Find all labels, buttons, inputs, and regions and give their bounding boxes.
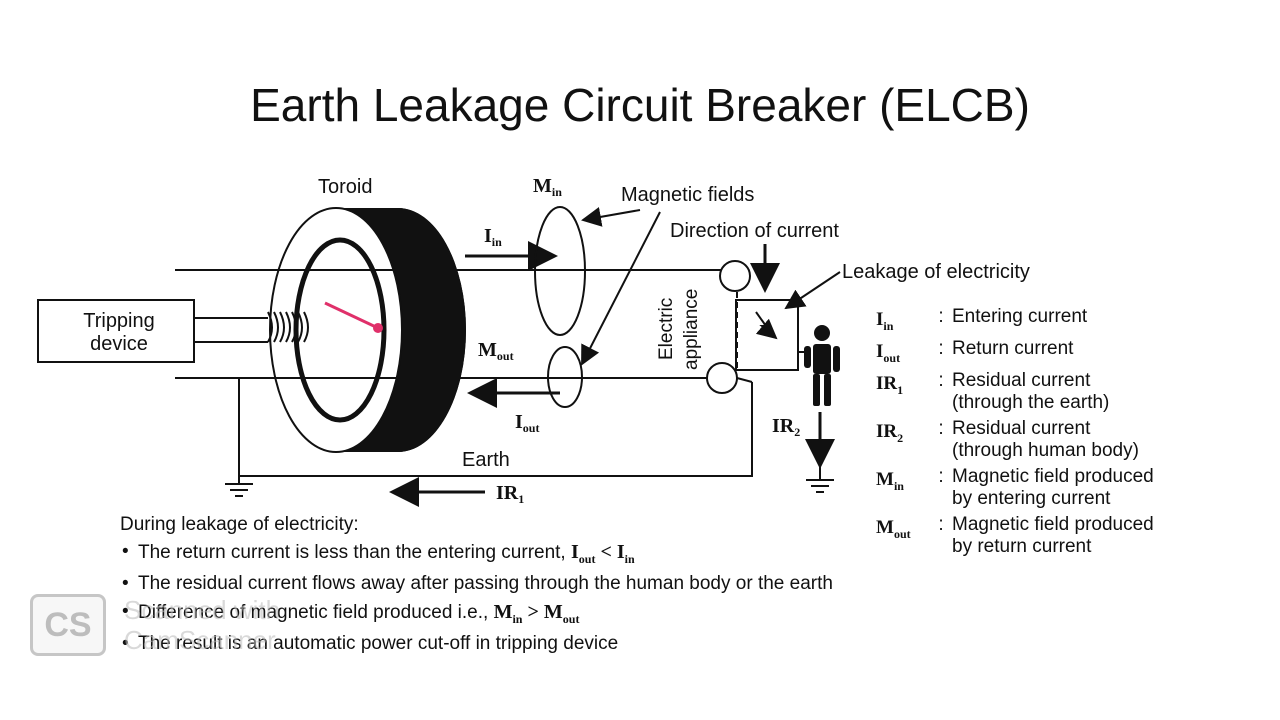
toroid-coil	[194, 311, 309, 343]
legend-description: Residual current (through human body)	[952, 417, 1139, 461]
ground-symbol-left	[225, 476, 253, 497]
notes: During leakage of electricity: The retur…	[120, 514, 1120, 661]
camscanner-logo: CS	[30, 594, 106, 656]
ir2-label: IR2	[772, 415, 800, 439]
legend-row: Iout: Return current	[876, 338, 1266, 366]
m-out-label: Mout	[478, 339, 514, 363]
magnetic-fields-pointer-1	[581, 207, 641, 227]
note-item-1: The return current is less than the ente…	[120, 541, 1120, 567]
notes-heading: During leakage of electricity:	[120, 514, 359, 535]
note-1-math: Iout < Iin	[571, 541, 635, 566]
ir1-label: IR1	[496, 482, 524, 506]
legend-colon: :	[938, 465, 944, 487]
i-in-label: Iin	[484, 225, 502, 249]
tripping-device-label-1: Tripping	[83, 310, 155, 332]
m-out-field-loop	[547, 346, 583, 408]
leakage-label: Leakage of electricity	[842, 261, 1030, 283]
legend-symbol: IR1	[876, 372, 904, 397]
magnetic-fields-pointer-2	[581, 211, 661, 366]
electric-appliance-label-1: Electric	[656, 298, 677, 360]
pointer-tip	[373, 323, 383, 333]
ground-symbol-right	[806, 466, 834, 493]
legend-row: Iin: Entering current	[876, 306, 1266, 334]
live-terminal	[719, 260, 751, 292]
watermark-text: Scanned with CamScanner	[124, 595, 281, 655]
legend-symbol: Min	[876, 468, 904, 493]
earth-label: Earth	[462, 449, 510, 471]
pointer-needle	[324, 301, 379, 330]
legend-row: Min: Magnetic field produced by entering …	[876, 466, 1266, 510]
magnetic-fields-label: Magnetic fields	[621, 184, 754, 206]
leakage-bolt-icon	[755, 311, 778, 340]
direction-of-current-label: Direction of current	[670, 220, 839, 242]
toroid-label: Toroid	[318, 176, 372, 198]
legend-description: Residual current (through the earth)	[952, 369, 1110, 413]
legend-colon: :	[938, 369, 944, 391]
legend-colon: :	[938, 337, 944, 359]
note-item-2: The residual current flows away after pa…	[120, 573, 1120, 595]
earth-wire	[238, 378, 753, 477]
legend-description: Return current	[952, 337, 1074, 359]
legend-row: IR2: Residual current (through human body…	[876, 418, 1266, 462]
toroid	[269, 207, 466, 453]
tripping-device-box	[37, 299, 195, 363]
note-3-math: Min > Mout	[493, 601, 580, 626]
legend-colon: :	[938, 513, 944, 535]
i-out-label: Iout	[515, 411, 539, 435]
earth-wire-stub	[736, 377, 753, 383]
note-item-3: Difference of magnetic field produced i.…	[120, 601, 1120, 627]
m-in-label: Min	[533, 175, 562, 199]
legend-symbol: IR2	[876, 420, 904, 445]
human-figure-icon	[804, 325, 840, 406]
legend-symbol: Iin	[876, 309, 894, 333]
legend-row: IR1: Residual current (through the earth)	[876, 370, 1266, 414]
camscanner-watermark: CS Scanned with CamScanner	[30, 594, 280, 656]
appliance-box	[735, 299, 799, 371]
return-terminal	[706, 362, 738, 394]
tripping-device-label-2: device	[90, 333, 148, 355]
legend-colon: :	[938, 306, 944, 327]
legend-description: Entering current	[952, 306, 1088, 327]
leakage-pointer	[784, 271, 841, 310]
legend-description: Magnetic field produced by entering curr…	[952, 465, 1154, 509]
legend-symbol: Mout	[876, 516, 911, 541]
electric-appliance-label-2: appliance	[681, 289, 702, 370]
page-title: Earth Leakage Circuit Breaker (ELCB)	[250, 79, 1030, 131]
legend-symbol: Iout	[876, 340, 901, 365]
note-item-4: The result is an automatic power cut-off…	[120, 633, 1120, 655]
legend-colon: :	[938, 417, 944, 439]
m-in-field-loop	[534, 206, 586, 336]
